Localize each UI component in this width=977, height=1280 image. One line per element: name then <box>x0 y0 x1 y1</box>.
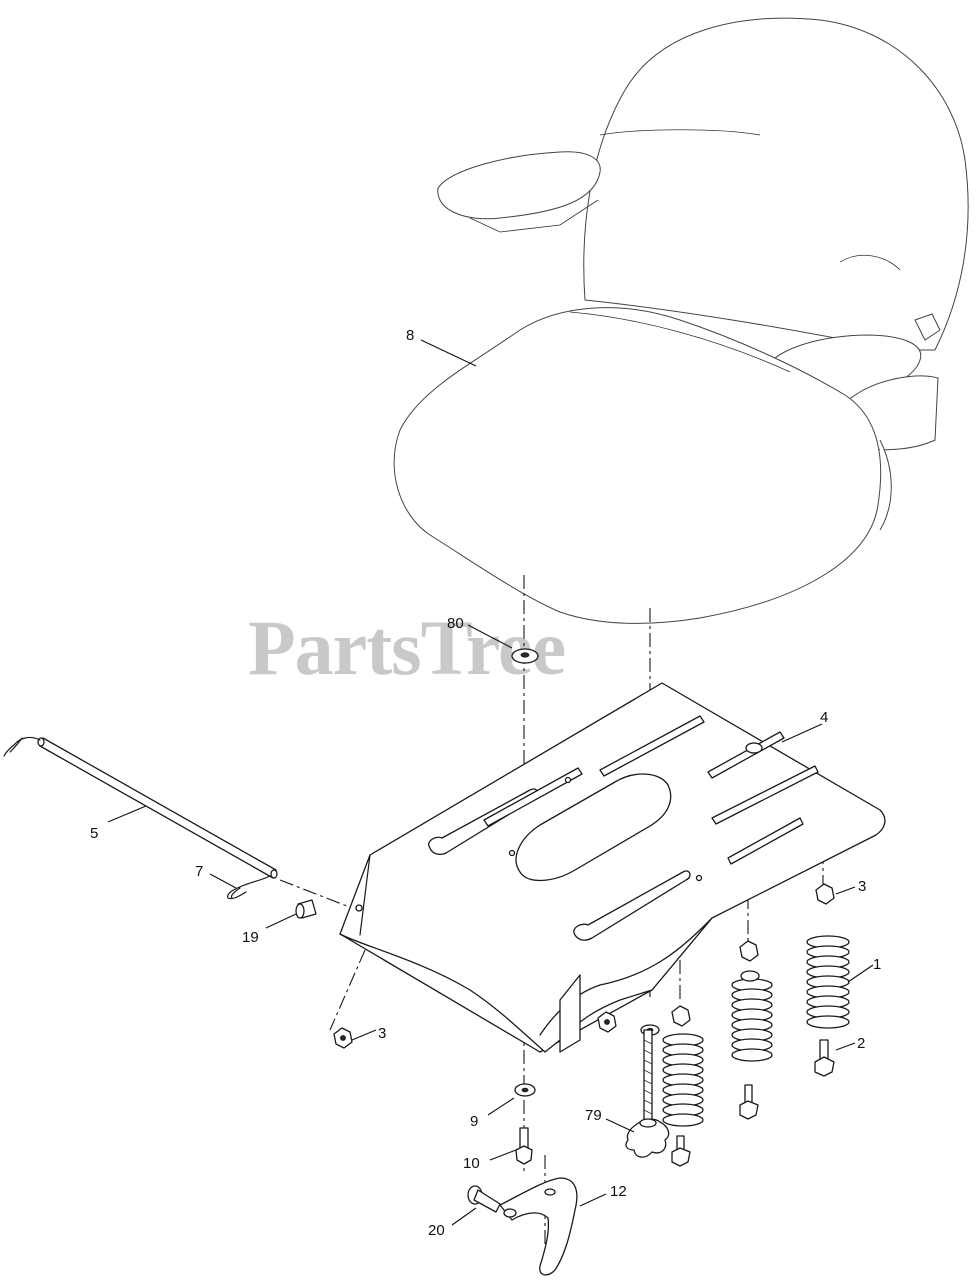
seat-plate-body <box>339 682 886 1053</box>
seat-plate[interactable] <box>339 682 886 1053</box>
callout-spring[interactable]: 1 <box>873 956 881 973</box>
seat-plate-center-opening <box>515 773 672 882</box>
seat-washer[interactable] <box>511 648 539 664</box>
callout-latch-bolt[interactable]: 20 <box>428 1222 445 1239</box>
latch-bracket[interactable] <box>499 1177 578 1276</box>
callout-nut-right[interactable]: 3 <box>858 878 866 895</box>
spring <box>731 978 773 1062</box>
hairpin-clip[interactable] <box>227 875 271 900</box>
adjustment-knob[interactable] <box>625 1029 670 1158</box>
callout-seat-plate[interactable]: 4 <box>820 709 828 726</box>
hole <box>564 776 572 784</box>
seat-plate-front-flange <box>339 917 713 1053</box>
leader-lines <box>107 339 874 1226</box>
seat-cushion-seam <box>569 311 791 373</box>
callout-bushing[interactable]: 19 <box>242 929 259 946</box>
slot <box>727 817 804 865</box>
rod-hairpin-end <box>3 736 41 757</box>
spring-assembly-right[interactable] <box>806 883 850 1077</box>
bushing[interactable] <box>295 899 317 919</box>
callout-bolt-spring[interactable]: 2 <box>857 1035 865 1052</box>
callout-rod[interactable]: 5 <box>90 825 98 842</box>
nut-plate[interactable] <box>597 1011 617 1033</box>
seat[interactable] <box>393 17 969 624</box>
spring <box>662 1033 704 1127</box>
latch-bolt[interactable] <box>467 1185 501 1213</box>
hole <box>695 874 703 882</box>
seat-plate-side-tab <box>559 974 581 1053</box>
seat-knob <box>914 313 941 341</box>
washer-lower[interactable] <box>514 1083 536 1097</box>
spring-assembly-middle[interactable] <box>731 940 773 1120</box>
spring <box>806 935 850 1029</box>
seat-backrest-seam <box>599 129 761 136</box>
callout-seat-washer[interactable]: 80 <box>447 615 464 632</box>
callout-hairpin[interactable]: 7 <box>195 863 203 880</box>
slot <box>483 767 583 827</box>
callout-labels: 8 80 4 5 7 19 3 3 1 2 9 10 79 12 20 <box>90 327 881 1239</box>
seat-backrest-dimple <box>839 255 901 271</box>
callout-knob[interactable]: 79 <box>585 1107 602 1124</box>
slot <box>573 870 691 941</box>
seat-backrest <box>583 17 969 351</box>
seat-armrest-left <box>437 151 601 220</box>
callout-seat[interactable]: 8 <box>406 327 414 344</box>
seat-rod[interactable] <box>3 736 278 879</box>
seat-armrest-left-base <box>469 199 599 233</box>
nut-left[interactable] <box>333 1027 353 1049</box>
seat-cushion <box>393 307 882 624</box>
callout-latch[interactable]: 12 <box>610 1183 627 1200</box>
callout-washer-lower[interactable]: 9 <box>470 1113 478 1130</box>
seat-rear-curve <box>879 439 892 531</box>
watermark-text: PartsTree <box>248 604 565 691</box>
callout-nut-left[interactable]: 3 <box>378 1025 386 1042</box>
bolt-lower[interactable] <box>515 1127 533 1165</box>
hole <box>508 849 516 857</box>
hole <box>355 904 363 912</box>
seat-plate-hole <box>745 742 763 754</box>
callout-bolt-lower[interactable]: 10 <box>463 1155 480 1172</box>
slot <box>599 715 705 777</box>
spring-assembly-center[interactable] <box>662 1005 704 1167</box>
slot <box>711 765 819 825</box>
seat-plate-left-edge <box>359 854 371 936</box>
